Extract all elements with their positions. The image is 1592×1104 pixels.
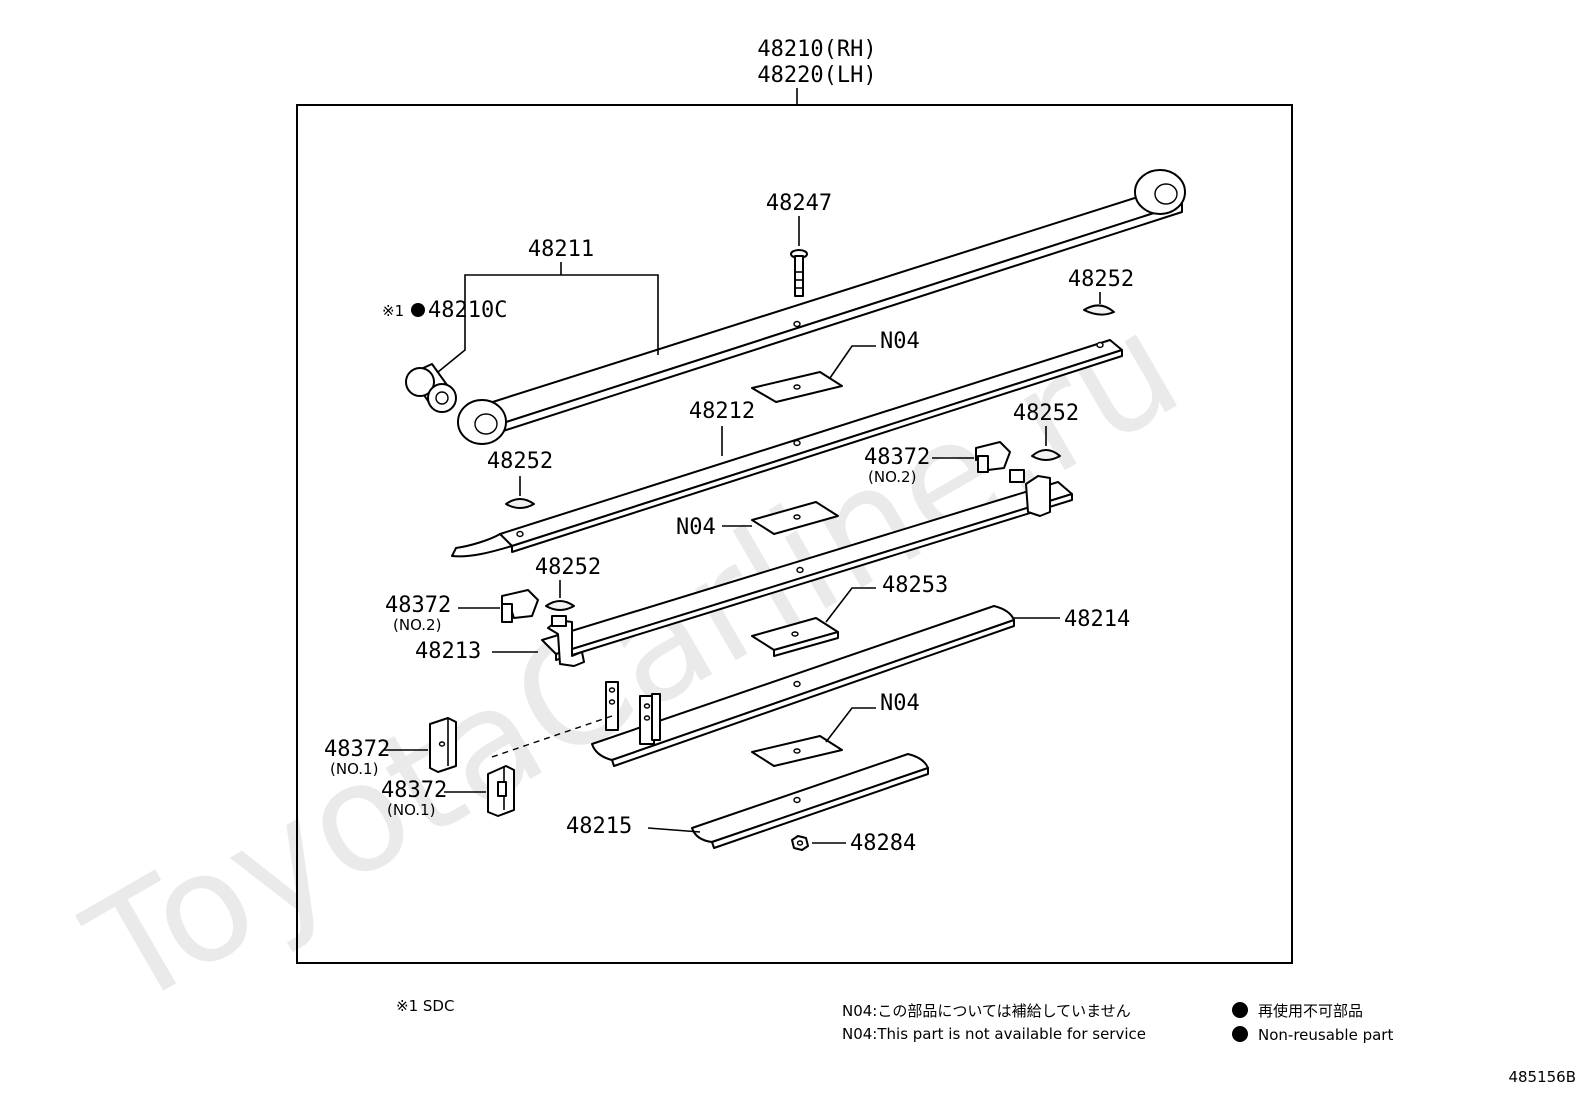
clip-48372-no1-lower (487, 765, 515, 817)
callout-48214: 48214 (1064, 607, 1130, 632)
assembly-label-lh: 48220(LH) (757, 63, 876, 88)
legend-en: Non-reusable part (1258, 1026, 1393, 1044)
callout-48372-no2-b: 48372 (385, 593, 451, 618)
legend-bullet-icon (1232, 1002, 1248, 1018)
assembly-label-rh: 48210(RH) (757, 37, 876, 62)
clip-48372-no2-lower (501, 589, 539, 623)
center-bolt-48247 (790, 249, 808, 297)
callout-48372-no2-a-sub: (NO.2) (868, 468, 916, 486)
callout-48210c-prefix: ※1 (382, 302, 404, 320)
silencer-48252-d (545, 600, 575, 611)
leaf-48215 (691, 753, 929, 849)
callout-48372-no1-a-sub: (NO.1) (330, 760, 378, 778)
leaf-48212 (451, 339, 1123, 558)
footnote-sdc: ※1 SDC (396, 997, 454, 1015)
main-leaf-48211 (457, 169, 1186, 445)
callout-48372-no1-a: 48372 (324, 737, 390, 762)
callout-48252-d: 48252 (535, 555, 601, 580)
callout-48253: 48253 (882, 573, 948, 598)
callout-n04-c: N04 (880, 691, 920, 716)
callout-48211: 48211 (528, 237, 594, 262)
rebound-clip-48213-front (1009, 469, 1051, 517)
shim-n04-c (751, 735, 843, 767)
diagram-id: 485156B (1508, 1068, 1576, 1086)
legend-bullet-icon (1232, 1026, 1248, 1042)
non-reusable-mark (411, 303, 425, 317)
bushing-48210c (405, 363, 457, 413)
callout-48284: 48284 (850, 831, 916, 856)
silencer-48252-a (1083, 304, 1115, 316)
callout-48215: 48215 (566, 814, 632, 839)
callout-48210c: 48210C (428, 298, 507, 323)
callout-48252-a: 48252 (1068, 267, 1134, 292)
clip-48372-no2-upper (975, 441, 1011, 473)
footnote-n04-en: N04:This part is not available for servi… (842, 1025, 1146, 1043)
callout-48212: 48212 (689, 399, 755, 424)
footnote-n04-jp: N04:この部品については補給していません (842, 1002, 1131, 1020)
callout-48213: 48213 (415, 639, 481, 664)
nut-48284 (791, 835, 809, 851)
silencer-48252-c (505, 498, 535, 509)
rebound-clip-48214 (605, 681, 661, 745)
clip-48372-no1-upper (429, 717, 457, 773)
callout-48372-no1-b-sub: (NO.1) (387, 801, 435, 819)
callout-n04-b: N04 (676, 515, 716, 540)
pad-48253 (751, 617, 839, 657)
shim-n04-b (751, 501, 839, 535)
callout-48247: 48247 (766, 191, 832, 216)
leaf-48214 (591, 605, 1015, 767)
silencer-48252-b (1031, 449, 1061, 461)
callout-48372-no1-b: 48372 (381, 778, 447, 803)
shim-n04-a (751, 371, 843, 403)
assembly-frame (296, 104, 1293, 964)
rebound-clip-48213-rear (547, 615, 585, 667)
callout-48252-c: 48252 (487, 449, 553, 474)
legend-jp: 再使用不可部品 (1258, 1002, 1363, 1020)
leaf-48213 (541, 481, 1073, 661)
callout-48252-b: 48252 (1013, 401, 1079, 426)
callout-48372-no2-b-sub: (NO.2) (393, 616, 441, 634)
callout-48372-no2-a: 48372 (864, 445, 930, 470)
callout-n04-a: N04 (880, 329, 920, 354)
watermark: ToyotaCarline.ru (60, 279, 1207, 1042)
